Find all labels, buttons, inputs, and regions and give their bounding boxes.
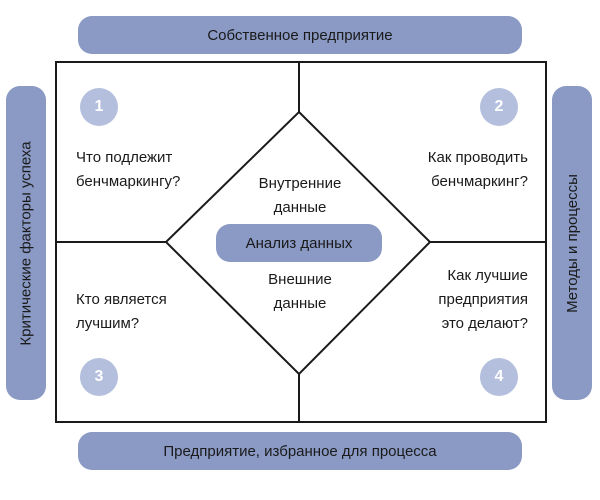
quadrant-3-number-text: 3 bbox=[94, 368, 104, 385]
internal-data-line-2: данные bbox=[273, 199, 327, 216]
external-data-line-1: Внешние bbox=[268, 271, 332, 288]
quadrant-4-question: Как лучшие предприятия это делают? bbox=[438, 264, 528, 336]
quadrant-4-number-text: 4 bbox=[494, 368, 504, 385]
quadrant-3-line-2: лучшим? bbox=[76, 315, 140, 332]
quadrant-3-question: Кто является лучшим? bbox=[76, 288, 167, 336]
quadrant-3-line-1: Кто является bbox=[76, 291, 167, 308]
top-bar: Собственное предприятие bbox=[78, 16, 522, 54]
quadrant-1-number: 1 bbox=[80, 88, 118, 126]
quadrant-1-question: Что подлежит бенчмаркингу? bbox=[76, 146, 180, 194]
quadrant-2-line-2: бенчмаркинг? bbox=[431, 173, 528, 190]
left-bar: Критические факторы успеха bbox=[6, 86, 46, 400]
quadrant-4-number: 4 bbox=[480, 358, 518, 396]
bottom-bar: Предприятие, избранное для процесса bbox=[78, 432, 522, 470]
quadrant-2-question: Как проводить бенчмаркинг? bbox=[428, 146, 528, 194]
quadrant-4-line-2: предприятия bbox=[438, 291, 528, 308]
internal-data-line-1: Внутренние bbox=[258, 175, 342, 192]
bottom-bar-label: Предприятие, избранное для процесса bbox=[163, 442, 437, 460]
quadrant-4-line-3: это делают? bbox=[441, 315, 528, 332]
quadrant-1-number-text: 1 bbox=[94, 98, 104, 115]
data-analysis-label: Анализ данных bbox=[245, 234, 353, 252]
quadrant-4-line-1: Как лучшие bbox=[447, 267, 528, 284]
quadrant-2-number-text: 2 bbox=[494, 98, 504, 115]
external-data-label: Внешние данные bbox=[250, 268, 350, 316]
quadrant-1-line-2: бенчмаркингу? bbox=[76, 173, 181, 190]
data-analysis-box: Анализ данных bbox=[216, 224, 382, 262]
quadrant-2-number: 2 bbox=[480, 88, 518, 126]
quadrant-3-number: 3 bbox=[80, 358, 118, 396]
top-bar-label: Собственное предприятие bbox=[207, 26, 393, 44]
external-data-line-2: данные bbox=[273, 295, 327, 312]
right-bar: Методы и процессы bbox=[552, 86, 592, 400]
quadrant-2-line-1: Как проводить bbox=[427, 149, 528, 166]
quadrant-1-line-1: Что подлежит bbox=[76, 149, 173, 166]
internal-data-label: Внутренние данные bbox=[250, 172, 350, 220]
